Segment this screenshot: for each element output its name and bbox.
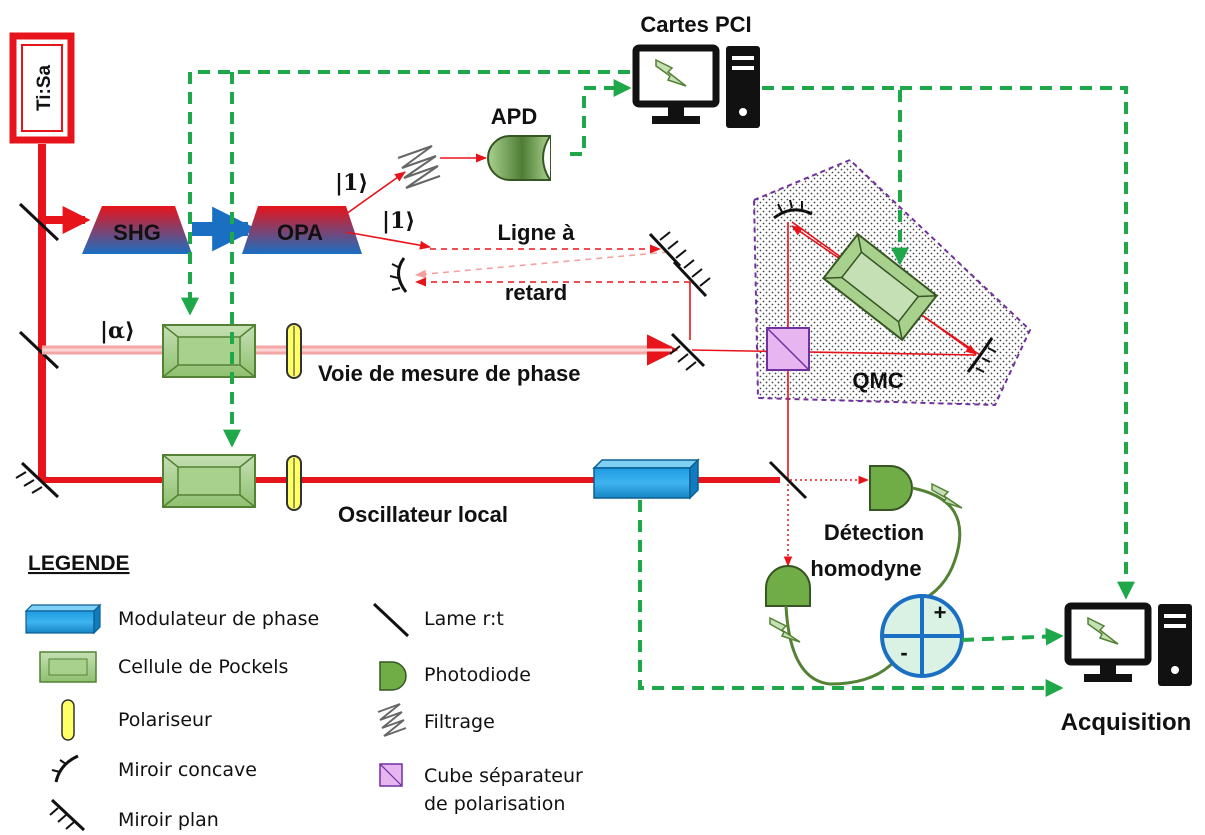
legend-label-0: Modulateur de phase [118,608,319,630]
delay-line-diag [414,251,669,279]
beam-splitter-1 [18,202,60,242]
legend-icon-beam-splitter [372,602,410,638]
legend-icon-concave-mirror [51,754,79,783]
legend-title: LEGENDE [28,552,130,575]
phase-modulator [592,458,700,500]
apd-label: APD [491,104,537,129]
cartes-pci-label: Cartes PCI [640,12,751,37]
minus-sign: - [900,640,907,665]
homodyne-label: homodyne [810,556,921,581]
computer-cartes-pci: Cartes PCI [632,12,760,128]
pockels-cell-lower [162,454,256,508]
legend-label-3: Miroir concave [118,759,257,781]
plane-mirror-delay-top [648,231,687,268]
shg-label: SHG [113,220,161,245]
pbs-cube [766,327,810,371]
ligne-a-label: Ligne à [497,220,575,245]
lightning-icon-right [931,482,963,509]
legend-label-2: Polariseur [118,709,212,731]
legend-label-5: Lame r:t [424,608,504,630]
photodiode-right [869,465,913,511]
beam-splitter-homodyne [768,460,808,500]
concave-mirror-delay-left [389,257,408,293]
opa-beam-lower [345,231,432,250]
cavity-beam-horizontal [691,349,977,356]
ket-one-lower: |1⟩ [382,208,415,234]
pockels-cell-upper [162,324,256,378]
legend-label-6: Photodiode [424,664,531,686]
legend-label-4: Miroir plan [118,809,219,831]
polarizer-upper [286,323,302,379]
legend-icon-polarizer [61,699,75,741]
legend: LEGENDE Modulateur de phase Cellule de P… [24,552,583,832]
opa-beam-upper [345,171,406,215]
subtractor: + - [880,594,964,678]
concave-mirror-cavity-right [966,337,997,373]
tisa-label: Ti:Sa [34,65,55,112]
main-laser-beam [38,144,780,483]
apd-detector: APD [487,104,551,181]
legend-icon-pbs-cube [379,763,403,787]
ket-alpha: |α⟩ [100,318,135,344]
lightning-icon-bottom [769,616,801,643]
legend-label-1: Cellule de Pockels [118,656,288,678]
legend-icon-photodiode [379,661,407,691]
cable-bottom [784,605,902,686]
polarizer-lower [286,455,302,511]
ket-one-upper: |1⟩ [335,170,368,196]
legend-label-8: Cube séparateur [424,765,583,787]
tisa-laser: Ti:Sa [9,32,75,144]
opa-label: OPA [277,220,323,245]
legend-icon-phase-modulator [24,603,102,635]
cable-right [911,486,962,604]
photodiode-bottom [765,565,811,607]
filter-element [397,145,441,189]
legend-icon-pockels-cell [39,651,97,683]
qmc-label: QMC [852,368,903,393]
beam-splitter-2 [18,330,60,370]
voie-mesure-label: Voie de mesure de phase [318,361,580,386]
oscillateur-local-label: Oscillateur local [338,502,508,527]
retard-label: retard [505,280,567,305]
opa-crystal: OPA [242,206,362,254]
concave-mirror-cavity-top [773,199,813,220]
detection-label: Détection [824,520,924,545]
plane-mirror-bottom-left [15,461,60,499]
plane-mirror-delay-right [672,259,711,298]
acquisition-label: Acquisition [1061,709,1192,736]
plus-sign: + [934,600,947,625]
legend-icon-plane-mirror [49,798,86,832]
plane-mirror-phase-arm [669,332,706,371]
legend-label-9: de polarisation [424,793,565,815]
legend-label-7: Filtrage [424,711,495,733]
legend-icon-filter [377,703,407,737]
computer-acquisition: Acquisition [1061,602,1192,736]
shg-crystal: SHG [82,206,192,254]
control-signal-lines [181,70,1135,697]
